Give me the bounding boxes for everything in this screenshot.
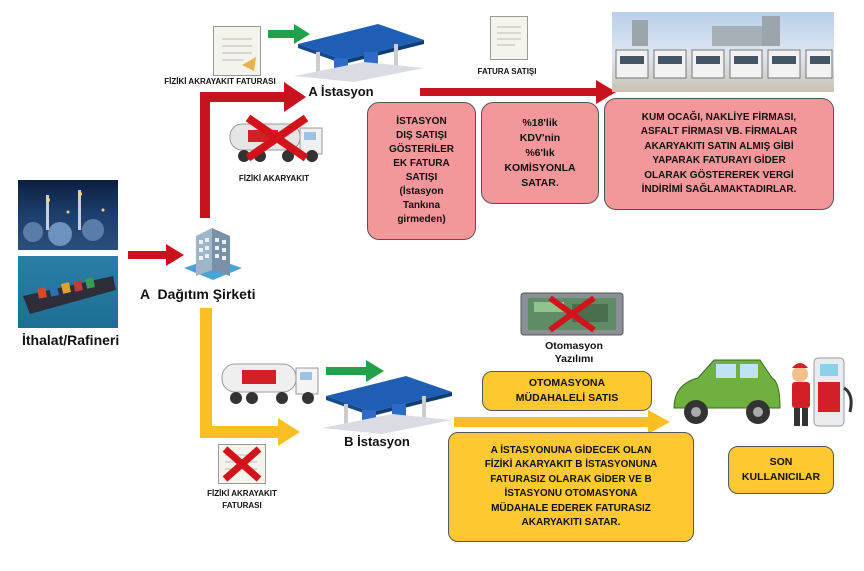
station-a-box-commission: %18'lik KDV'nin %6'lık KOMİSYONLA SATAR. xyxy=(481,102,599,204)
automation-label: Otomasyon Yazılımı xyxy=(545,340,603,365)
arrow-station-a-to-companies xyxy=(420,80,616,104)
distributor-prefix: A xyxy=(140,286,150,302)
distributor-label: A Dağıtım Şirketi xyxy=(140,286,300,302)
gas-station-a-icon xyxy=(294,24,424,82)
automation-device-crossed-icon xyxy=(520,292,624,336)
fuel-tanker-icon xyxy=(221,363,319,404)
trucks-fleet-image xyxy=(612,12,834,92)
end-users-box: SON KULLANICILAR xyxy=(728,446,834,494)
car-fueling-icon xyxy=(673,357,853,427)
invoice-document-sale-icon xyxy=(490,16,528,60)
station-b-label: B İstasyon xyxy=(344,434,410,449)
cargo-ship-image xyxy=(18,256,118,328)
station-b-box-manipulated-sale: OTOMASYONA MÜDAHALELİ SATIS xyxy=(482,371,652,411)
station-a-box-companies: KUM OCAĞI, NAKLİYE FİRMASI, ASFALT FİRMA… xyxy=(604,98,834,210)
station-b-invoice-label: FİZİKİ AKRAYAKIT FATURASI xyxy=(207,489,277,510)
station-a-invoice-label: FİZİKİ AKRAYAKIT FATURASI xyxy=(164,77,276,86)
invoice-document-a-icon xyxy=(213,26,261,76)
green-arrow-a xyxy=(268,24,310,44)
station-a-fuel-label: FİZİKİ AKARYAKIT xyxy=(238,174,310,183)
arrow-source-to-distributor xyxy=(128,244,184,266)
fuel-tanker-crossed-icon xyxy=(229,114,323,162)
gas-station-b-icon xyxy=(322,376,452,434)
invoice-document-b-crossed-icon xyxy=(218,444,266,484)
refinery-image xyxy=(18,180,118,250)
station-a-box-external-sale: İSTASYON DIŞ SATIŞI GÖSTERİLER EK FATURA… xyxy=(367,102,476,240)
station-b-box-explanation: A İSTASYONUNA GİDECEK OLAN FİZİKİ AKARYA… xyxy=(448,432,694,542)
station-a-sale-label: FATURA SATIŞI xyxy=(477,67,537,76)
arrow-distributor-to-station-b xyxy=(200,308,300,446)
source-label: İthalat/Rafineri xyxy=(22,332,120,348)
building-icon xyxy=(184,228,242,280)
green-arrow-b xyxy=(326,360,384,382)
distributor-name: Dağıtım Şirketi xyxy=(157,286,256,302)
station-a-label: A İstasyon xyxy=(308,84,374,99)
arrow-distributor-to-station-a xyxy=(200,82,306,218)
arrow-station-b-to-end-users xyxy=(454,410,670,434)
